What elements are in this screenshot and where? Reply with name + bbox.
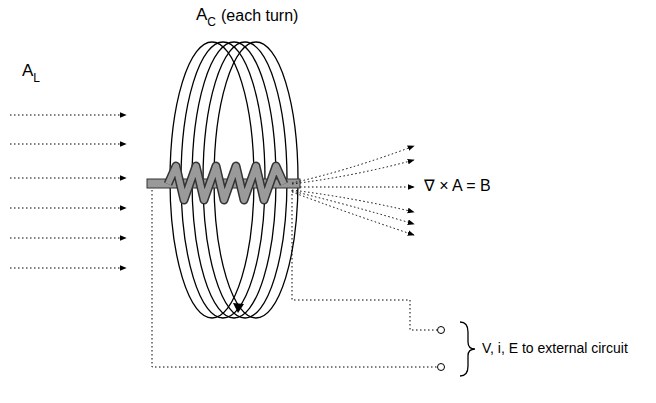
circuit-leads bbox=[152, 186, 437, 367]
field-arrow bbox=[10, 115, 126, 116]
subscript: C bbox=[207, 16, 216, 29]
field-arrow bbox=[300, 187, 414, 188]
winding bbox=[168, 166, 284, 200]
outgoing-field-arrows bbox=[292, 146, 414, 235]
field-arrow bbox=[10, 144, 126, 145]
lead-wire bbox=[152, 186, 437, 367]
current-direction-arrowhead bbox=[233, 303, 244, 313]
incoming-field-arrows bbox=[10, 115, 126, 268]
annotation: (each turn) bbox=[221, 7, 298, 25]
equation: ∇ × A = B bbox=[424, 177, 491, 195]
field-arrow bbox=[292, 146, 414, 183]
terminal bbox=[438, 327, 445, 334]
field-arrow bbox=[292, 191, 414, 224]
terminal bbox=[438, 364, 445, 371]
subscript: L bbox=[33, 72, 40, 85]
field-arrow bbox=[10, 208, 126, 209]
field-arrow bbox=[292, 190, 414, 212]
circuit-note: V, i, E to external circuit bbox=[482, 341, 628, 356]
field-arrow bbox=[10, 238, 126, 239]
winding-outline bbox=[168, 166, 284, 200]
field-arrow bbox=[292, 192, 414, 235]
field-arrow bbox=[292, 160, 414, 184]
field-arrow bbox=[10, 178, 126, 179]
lead-wire bbox=[292, 190, 437, 330]
vector-potential-symbol: A bbox=[22, 62, 33, 81]
vector-potential-symbol: A bbox=[196, 6, 207, 25]
field-arrow bbox=[10, 268, 126, 269]
brace bbox=[460, 322, 475, 376]
